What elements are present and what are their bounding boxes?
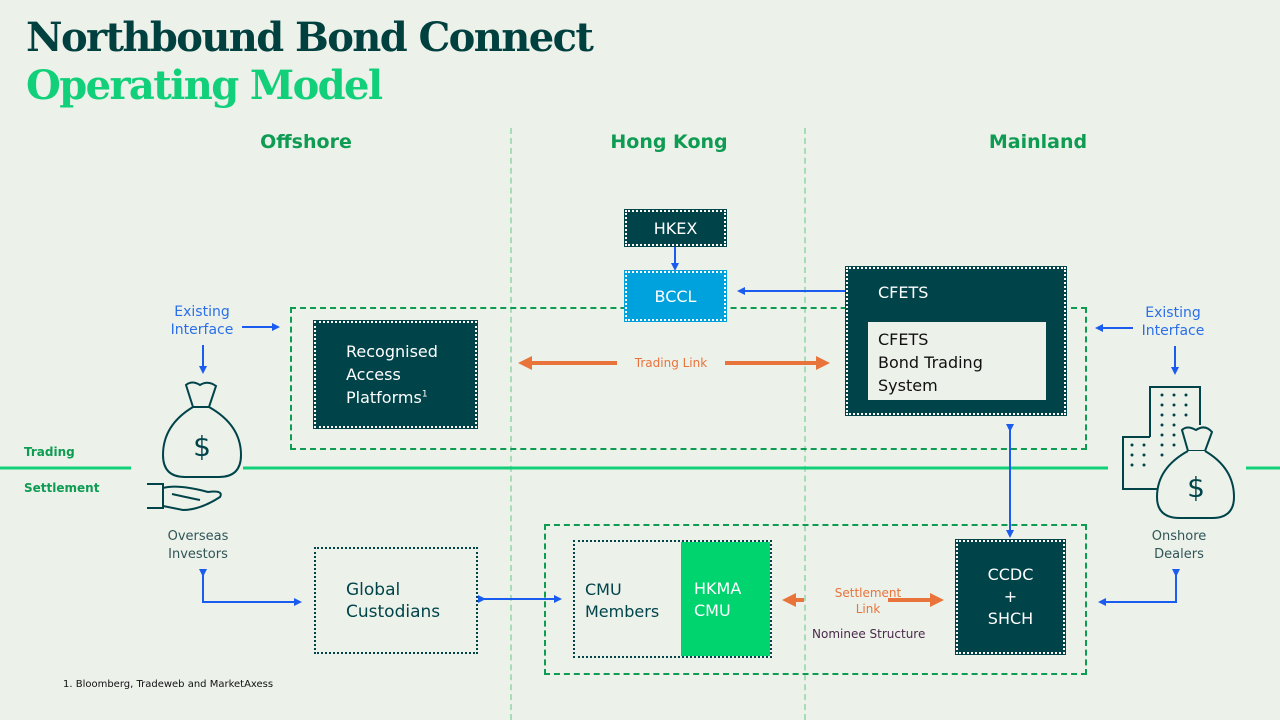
settlement-link-line-1: Settlement: [834, 586, 902, 600]
existing-interface-left-line-1: Existing: [174, 304, 230, 320]
cfets-inner-line-3: System: [878, 376, 938, 395]
ccdc-line-2: +: [1003, 587, 1018, 606]
existing-interface-left-line-2: Interface: [170, 322, 234, 338]
node-cfets[interactable]: CFETS CFETS Bond Trading System: [845, 266, 1067, 416]
custodians-line-2: Custodians: [346, 601, 441, 622]
overseas-investors-line-2: Investors: [168, 547, 228, 562]
lane-label-settlement: Settlement: [24, 481, 100, 495]
cfets-inner-line-1: CFETS: [878, 330, 929, 349]
existing-interface-right-line-1: Existing: [1145, 305, 1201, 321]
separator-offshore-hk: [510, 128, 512, 720]
footnote: 1. Bloomberg, Tradeweb and MarketAxess: [63, 679, 274, 690]
existing-interface-left-label: Existing Interface: [166, 303, 238, 339]
node-global-custodians[interactable]: Global Custodians: [314, 547, 478, 654]
title-line-1: Northbound Bond Connect: [26, 14, 594, 61]
node-hkex-label: HKEX: [653, 218, 698, 238]
onshore-dealers-line-1: Onshore: [1151, 529, 1207, 544]
region-hong-kong: Hong Kong: [610, 131, 728, 153]
overseas-investors-label: Overseas Investors: [158, 528, 238, 564]
region-offshore: Offshore: [260, 131, 352, 153]
region-mainland: Mainland: [988, 131, 1088, 153]
node-hkex[interactable]: HKEX: [624, 209, 727, 247]
cmu-members-line-1: CMU: [585, 580, 622, 599]
existing-interface-right-line-2: Interface: [1141, 323, 1205, 339]
title-line-2: Operating Model: [26, 62, 383, 109]
trading-link-label: Trading Link: [634, 356, 708, 370]
onshore-dealers-line-2: Dealers: [1154, 547, 1204, 562]
arrow-investors-custodians: [199, 569, 302, 606]
lane-label-trading: Trading: [24, 445, 75, 459]
node-cfets-label: CFETS: [878, 283, 929, 302]
node-cmu-members[interactable]: CMU Members HKMA CMU: [573, 540, 772, 658]
overseas-investors-line-1: Overseas: [167, 529, 229, 544]
existing-interface-right-label: Existing Interface: [1137, 304, 1209, 340]
nominee-structure-label: Nominee Structure: [812, 627, 926, 641]
onshore-dealers-label: Onshore Dealers: [1139, 528, 1219, 564]
settlement-link-group: [544, 524, 1087, 675]
rap-line-3: Platforms: [346, 388, 422, 407]
money-bag-hand-icon: $: [147, 381, 243, 512]
node-ccdc-shch[interactable]: CCDC + SHCH: [955, 539, 1066, 655]
separator-hk-mainland: [804, 128, 806, 720]
arrow-dealers-ccdc: [1098, 569, 1180, 606]
settlement-link-label: Settlement Link: [818, 585, 918, 617]
ccdc-line-3: SHCH: [987, 609, 1034, 628]
node-bccl-label: BCCL: [654, 286, 697, 306]
hkma-cmu-line-2: CMU: [694, 601, 731, 620]
svg-text:$: $: [1187, 471, 1205, 504]
node-bccl[interactable]: BCCL: [624, 270, 727, 322]
ccdc-line-1: CCDC: [987, 565, 1034, 584]
svg-text:$: $: [193, 430, 211, 463]
node-cfets-bond-trading-system[interactable]: CFETS Bond Trading System: [868, 322, 1046, 400]
node-recognised-access-platforms[interactable]: Recognised Access Platforms1: [313, 320, 478, 429]
footnote-marker: 1: [421, 389, 428, 400]
building-money-bag-icon: $: [1122, 386, 1236, 519]
cfets-inner-line-2: Bond Trading: [878, 353, 983, 372]
cmu-members-line-2: Members: [585, 602, 660, 621]
rap-line-1: Recognised: [346, 342, 438, 361]
settlement-link-line-2: Link: [855, 602, 881, 616]
node-hkma-cmu[interactable]: HKMA CMU: [681, 542, 770, 656]
custodians-line-1: Global: [346, 579, 401, 600]
rap-line-2: Access: [346, 365, 401, 384]
hkma-cmu-line-1: HKMA: [694, 579, 742, 598]
